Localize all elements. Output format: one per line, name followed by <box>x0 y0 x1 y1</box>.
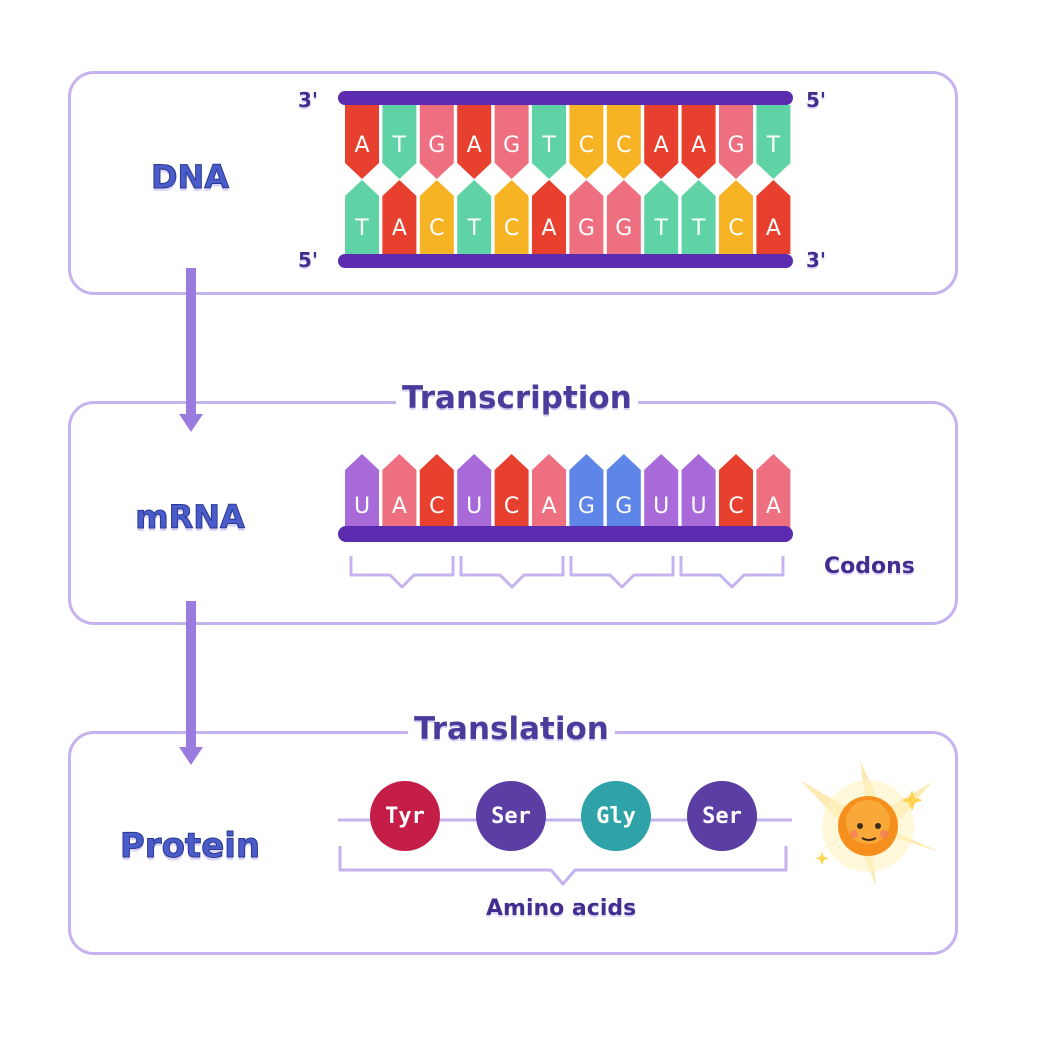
dna-bottom-letter-4: C <box>503 216 520 241</box>
dna-top-right-end: 5' <box>806 88 827 112</box>
mrna-letter-5: A <box>541 494 557 519</box>
dna-bottom-base-4 <box>494 180 529 254</box>
mrna-base-9 <box>681 454 716 528</box>
dna-bottom-base-9 <box>681 180 716 254</box>
mrna-base-1 <box>382 454 417 528</box>
mrna-label: mRNA <box>135 498 246 537</box>
mrna-letter-9: U <box>690 494 707 519</box>
dna-top-letter-2: G <box>428 133 446 158</box>
dna-top-base-7 <box>606 105 641 179</box>
dna-top-base-5 <box>532 105 566 179</box>
dna-bottom-base-1 <box>382 180 417 254</box>
mrna-letter-8: U <box>653 494 670 519</box>
protein-label: Protein <box>119 826 261 867</box>
dna-top-letter-3: A <box>466 133 482 158</box>
mrna-letter-4: C <box>503 494 520 519</box>
dna-bottom-base-6 <box>569 180 604 254</box>
mrna-base-7 <box>606 454 641 528</box>
mrna-base-10 <box>719 454 753 528</box>
mrna-base-2 <box>419 454 454 528</box>
mrna-letter-10: C <box>728 494 744 519</box>
mrna-base-3 <box>457 454 492 528</box>
arrow-dna-to-mrna <box>179 268 203 432</box>
dna-bottom-letter-11: A <box>765 216 781 241</box>
dna-bottom-base-7 <box>606 180 641 254</box>
mrna-letter-1: A <box>391 494 407 519</box>
amino-acid-tyr: Tyr <box>370 781 440 851</box>
dna-top-letter-5: T <box>542 133 556 158</box>
dna-bottom-left-end: 5' <box>298 248 319 272</box>
mrna-letter-11: A <box>765 494 781 519</box>
mrna-letter-6: G <box>577 494 595 519</box>
translation-label: Translation <box>408 711 615 747</box>
dna-bottom-base-10 <box>719 180 753 254</box>
amino-acid-ser-2: Ser <box>687 781 757 851</box>
dna-bottom-letter-2: C <box>429 216 445 241</box>
dna-top-letter-7: C <box>616 133 632 158</box>
dna-bottom-letter-9: T <box>691 216 706 241</box>
amino-acid-gly: Gly <box>581 781 651 851</box>
dna-top-letter-0: A <box>354 133 370 158</box>
mrna-base-4 <box>494 454 529 528</box>
dna-top-base-6 <box>569 105 604 179</box>
dna-bottom-letter-7: G <box>615 216 633 241</box>
dna-top-base-4 <box>494 105 529 179</box>
codon-brackets <box>349 556 785 589</box>
dna-top-letter-11: T <box>766 133 781 158</box>
dna-bottom-base-3 <box>457 180 492 254</box>
dna-bottom-base-5 <box>532 180 566 254</box>
dna-top-letter-9: A <box>691 133 707 158</box>
mrna-letter-7: G <box>615 494 633 519</box>
mrna-letter-0: U <box>353 494 371 519</box>
arrow-mrna-to-protein <box>179 601 203 765</box>
dna-bottom-base-2 <box>419 180 454 254</box>
dna-top-base-11 <box>756 105 791 179</box>
amino-acids-bracket <box>338 846 788 886</box>
dna-bottom-letter-6: G <box>577 216 595 241</box>
mrna-base-5 <box>532 454 566 528</box>
dna-top-letter-10: G <box>727 133 745 158</box>
dna-top-base-9 <box>681 105 716 179</box>
mrna-backbone <box>338 526 793 542</box>
dna-bottom-letter-10: C <box>728 216 744 241</box>
mrna-base-0 <box>345 454 379 528</box>
dna-bottom-base-8 <box>644 180 679 254</box>
dna-top-backbone <box>338 91 793 105</box>
dna-bottom-letter-0: T <box>355 216 369 241</box>
dna-top-letter-8: A <box>653 133 669 158</box>
amino-acid-ser-1: Ser <box>476 781 546 851</box>
dna-bottom-right-end: 3' <box>806 248 827 272</box>
dna-top-base-10 <box>719 105 753 179</box>
dna-top-left-end: 3' <box>298 88 319 112</box>
dna-top-base-1 <box>382 105 417 179</box>
dna-top-base-3 <box>457 105 492 179</box>
transcription-label: Transcription <box>396 380 638 416</box>
amino-acids-label: Amino acids <box>486 896 637 921</box>
mrna-base-8 <box>644 454 679 528</box>
dna-bottom-letter-5: A <box>541 216 557 241</box>
dna-top-base-0 <box>345 105 379 179</box>
dna-bottom-backbone <box>338 254 793 268</box>
dna-top-base-2 <box>419 105 454 179</box>
mrna-base-6 <box>569 454 604 528</box>
dna-bottom-letter-3: T <box>467 216 481 241</box>
codons-label: Codons <box>824 554 915 579</box>
dna-bottom-base-0 <box>345 180 379 254</box>
dna-bottom-letter-1: A <box>391 216 407 241</box>
dna-bottom-base-11 <box>756 180 791 254</box>
sun-mascot <box>800 760 940 886</box>
mrna-letter-2: C <box>429 494 445 519</box>
dna-bottom-letter-8: T <box>654 216 668 241</box>
mrna-base-11 <box>756 454 791 528</box>
dna-label: DNA <box>150 158 230 197</box>
dna-top-letter-4: G <box>503 133 521 158</box>
dna-top-base-8 <box>644 105 679 179</box>
mrna-letter-3: U <box>466 494 483 519</box>
dna-top-letter-1: T <box>392 133 407 158</box>
dna-top-letter-6: C <box>578 133 595 158</box>
